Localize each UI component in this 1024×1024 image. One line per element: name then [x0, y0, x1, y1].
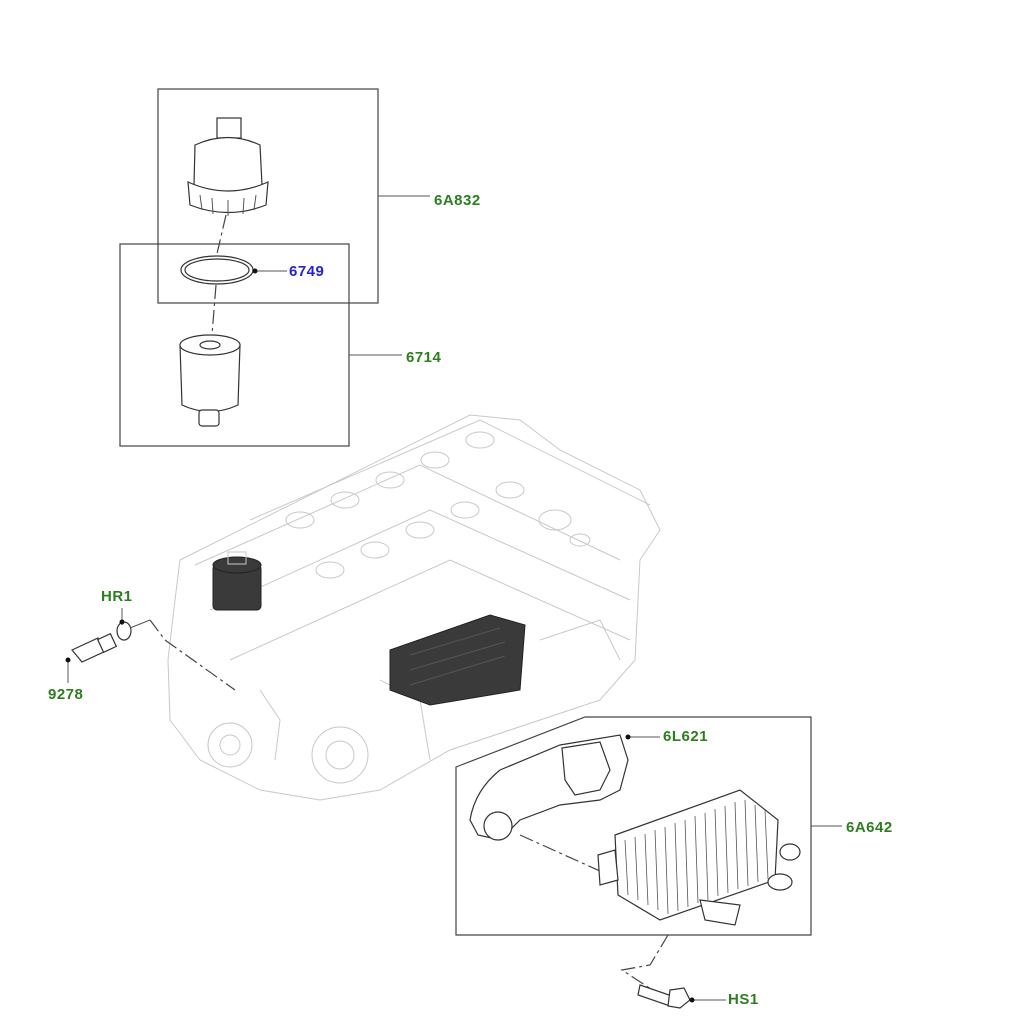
oil-filter-housing-illustration: [157, 88, 379, 304]
callout-HS1[interactable]: HS1: [728, 991, 759, 1008]
callout-9278[interactable]: 9278: [48, 686, 84, 703]
oil-filter-element-illustration: [119, 243, 350, 447]
leader-dots: [65, 268, 695, 1003]
callout-6A642[interactable]: 6A642: [846, 819, 893, 836]
bolt-illustration: [620, 934, 691, 1009]
callout-HR1[interactable]: HR1: [101, 588, 133, 605]
callout-6L621[interactable]: 6L621: [663, 728, 709, 745]
callout-6A832[interactable]: 6A832: [434, 192, 481, 209]
leader-lines: [67, 195, 842, 1001]
oil-cooler-illustration: [455, 716, 812, 936]
callout-6714[interactable]: 6714: [406, 349, 442, 366]
sensor-illustration: [71, 619, 236, 691]
callout-6749[interactable]: 6749: [289, 263, 325, 280]
engine-block-illustration: [167, 414, 661, 801]
